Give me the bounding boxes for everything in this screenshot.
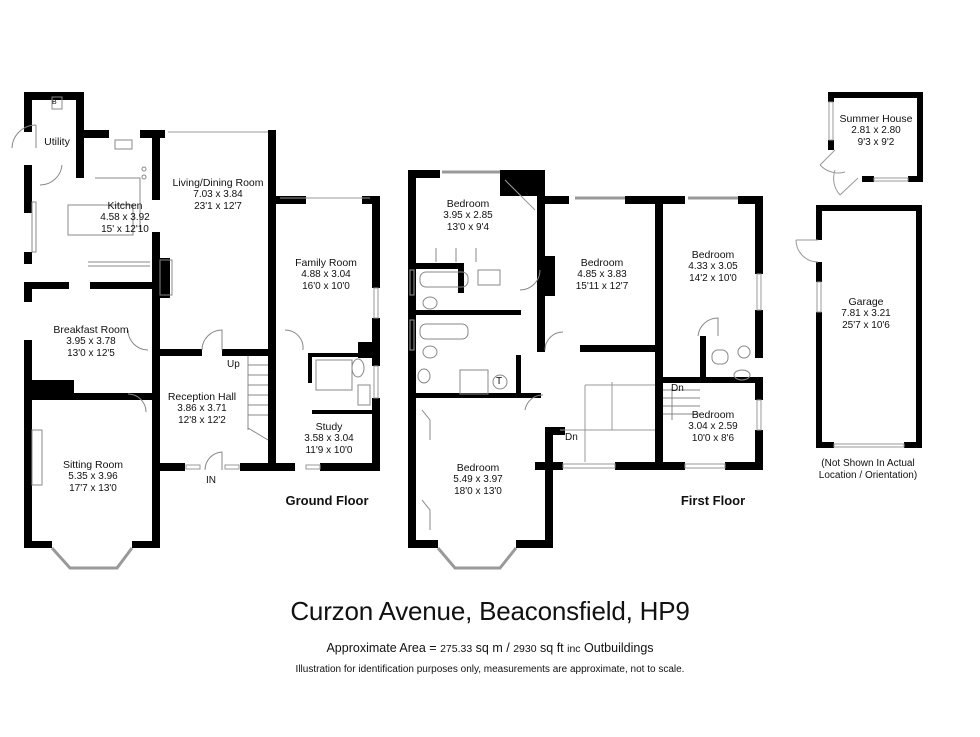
room-metric: 4.85 x 3.83 [577,269,627,280]
room-metric: 3.95 x 2.85 [443,210,493,221]
room-metric: 7.03 x 3.84 [193,189,243,200]
room-imperial: 25'7 x 10'6 [842,320,890,331]
room-summer-house: Summer House 2.81 x 2.80 9'3 x 9'2 [840,113,913,149]
area-sq-m-unit: sq m / [472,641,514,655]
room-metric: 3.58 x 3.04 [304,433,354,444]
room-imperial: 18'0 x 13'0 [454,486,502,497]
room-name: Bedroom [456,462,500,474]
stairs-down-marker: Dn [565,432,578,443]
room-imperial: 9'3 x 9'2 [857,137,895,148]
room-imperial: 14'2 x 10'0 [689,273,737,284]
room-imperial: 16'0 x 10'0 [302,281,350,292]
room-name: Bedroom [446,198,490,210]
room-metric: 5.49 x 3.97 [453,474,503,485]
room-name: Bedroom [691,249,735,261]
room-imperial: 17'7 x 13'0 [69,483,117,494]
entrance-marker: IN [206,475,216,486]
room-metric: 4.58 x 3.92 [100,212,150,223]
room-imperial: 10'0 x 8'6 [691,433,735,444]
note-line-1: (Not Shown In Actual [821,458,915,469]
room-reception-hall: Reception Hall 3.86 x 3.71 12'8 x 12'2 [168,391,236,427]
area-sq-m: 275.33 [440,643,473,655]
room-breakfast: Breakfast Room 3.95 x 3.78 13'0 x 12'5 [53,324,128,360]
outbuilding-walls [816,92,923,448]
area-sq-ft-unit: sq ft [536,641,568,655]
tank-marker: T [496,376,503,387]
room-name: Sitting Room [62,459,124,471]
room-metric: 5.35 x 3.96 [68,471,118,482]
room-name: Bedroom [691,409,735,421]
area-suffix: Outbuildings [580,641,654,655]
room-metric: 4.88 x 3.04 [301,269,351,280]
room-name: Summer House [839,113,913,125]
ground-floor-fixtures [11,96,379,570]
room-name: Study [315,421,343,433]
room-family: Family Room 4.88 x 3.04 16'0 x 10'0 [295,257,357,293]
note-line-2: Location / Orientation) [818,470,918,481]
room-name: Garage [848,296,884,308]
room-name: Bedroom [580,257,624,269]
area-inc: inc [567,643,581,655]
room-utility: Utility [44,136,70,148]
room-living-dining: Living/Dining Room 7.03 x 3.84 23'1 x 12… [172,177,263,213]
stairs-up-marker: Up [227,359,240,370]
approximate-area: Approximate Area = 275.33 sq m / 2930 sq… [0,641,980,655]
room-garage: Garage 7.81 x 3.21 25'7 x 10'6 [841,296,890,332]
room-bedroom-2: Bedroom 4.85 x 3.83 15'11 x 12'7 [576,257,629,293]
room-imperial: 13'0 x 9'4 [446,222,490,233]
room-imperial: 15'11 x 12'7 [575,281,629,292]
room-imperial: 15' x 12'10 [101,224,149,235]
room-study: Study 3.58 x 3.04 11'9 x 10'0 [304,421,353,457]
room-name: Breakfast Room [53,324,129,336]
ground-floor-title: Ground Floor [285,493,369,508]
room-name: Reception Hall [167,391,237,403]
room-metric: 3.86 x 3.71 [177,403,227,414]
room-metric: 4.33 x 3.05 [688,261,738,272]
area-prefix: Approximate Area = [326,641,441,655]
room-metric: 7.81 x 3.21 [841,308,891,319]
room-bedroom-1: Bedroom 3.95 x 2.85 13'0 x 9'4 [443,198,492,234]
outbuilding-location-note: (Not Shown In Actual Location / Orientat… [819,458,917,482]
ground-floor-walls [24,92,380,548]
room-imperial: 11'9 x 10'0 [305,445,353,456]
room-bedroom-3: Bedroom 4.33 x 3.05 14'2 x 10'0 [688,249,737,285]
stairs-down-marker-2: Dn [671,383,684,394]
room-bedroom-5: Bedroom 5.49 x 3.97 18'0 x 13'0 [453,462,502,498]
first-floor-walls [408,170,763,548]
property-title: Curzon Avenue, Beaconsfield, HP9 [290,596,690,626]
room-metric: 3.04 x 2.59 [688,421,738,432]
room-kitchen: Kitchen 4.58 x 3.92 15' x 12'10 [100,200,149,236]
room-sitting: Sitting Room 5.35 x 3.96 17'7 x 13'0 [63,459,123,495]
room-name: Kitchen [107,200,143,212]
outbuilding-fixtures [795,101,909,448]
room-imperial: 13'0 x 12'5 [67,348,115,359]
disclaimer: Illustration for identification purposes… [295,664,685,675]
first-floor-fixtures [409,170,762,570]
room-imperial: 23'1 x 12'7 [194,201,242,212]
first-floor-title: First Floor [680,493,746,508]
boiler-marker: B [52,99,57,106]
room-name: Family Room [295,257,357,269]
room-bedroom-4: Bedroom 3.04 x 2.59 10'0 x 8'6 [688,409,737,445]
area-sq-ft: 2930 [513,643,537,655]
room-imperial: 12'8 x 12'2 [178,415,226,426]
room-metric: 3.95 x 3.78 [66,336,116,347]
room-metric: 2.81 x 2.80 [851,125,901,136]
room-name: Utility [44,136,70,148]
room-name: Living/Dining Room [172,177,264,189]
